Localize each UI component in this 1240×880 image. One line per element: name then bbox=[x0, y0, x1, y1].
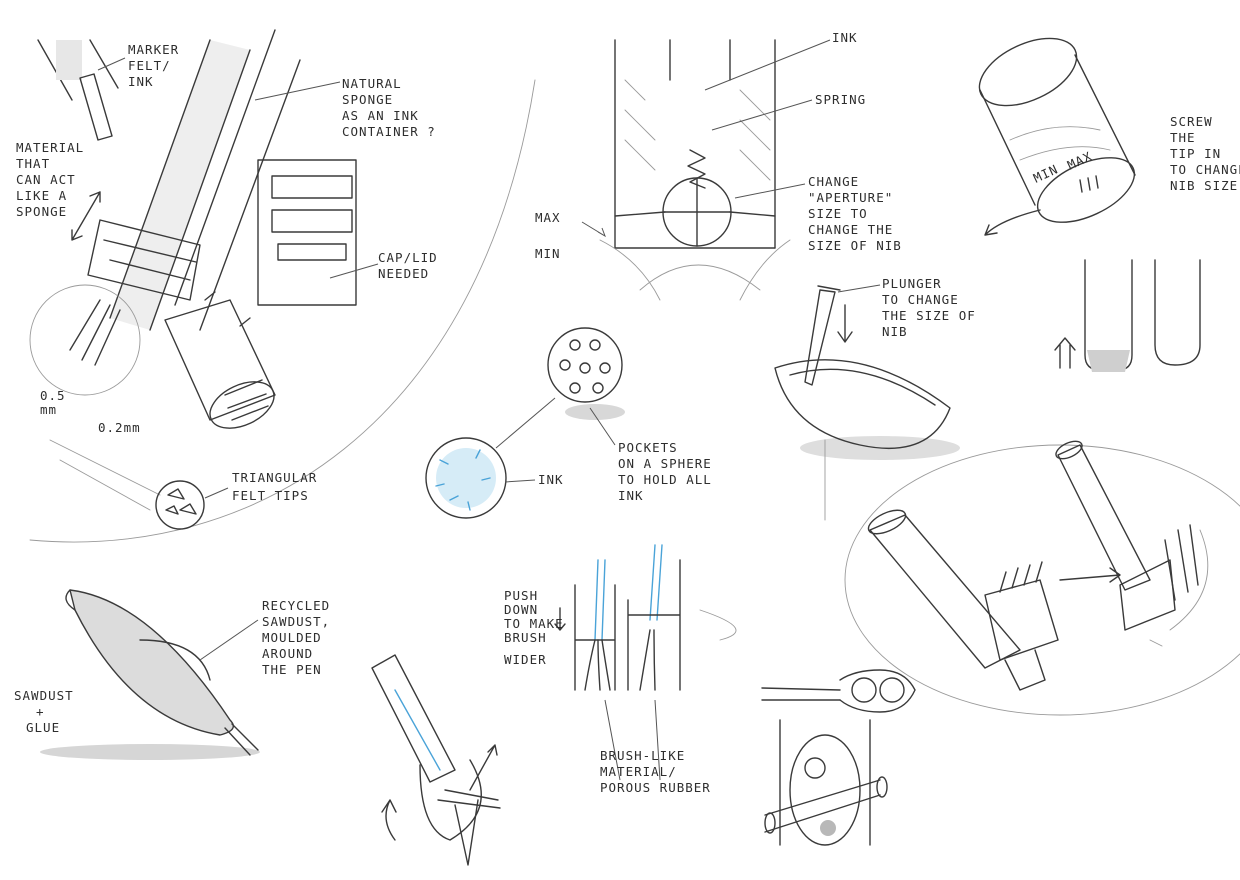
label-size-05: 0.5mm bbox=[40, 388, 66, 417]
label-size-02: 0.2mm bbox=[98, 420, 141, 435]
label-marker-felt-ink: MARKERFELT/INK bbox=[128, 42, 179, 89]
label-spring: SPRING bbox=[815, 92, 866, 107]
sponge-pen-sketch bbox=[30, 30, 340, 395]
label-cap-max: MAX bbox=[1065, 148, 1095, 172]
tip-size-comparison bbox=[1055, 260, 1200, 372]
ball-aperture-sketch bbox=[600, 40, 830, 300]
label-cap-lid: CAP/LIDNEEDED bbox=[378, 250, 438, 281]
label-min: MIN bbox=[535, 246, 561, 261]
triangular-tip-sketch bbox=[50, 440, 228, 529]
label-sawdust-glue: SAWDUST+GLUE bbox=[14, 688, 74, 735]
label-natural-sponge: NATURALSPONGEAS AN INKCONTAINER ? bbox=[342, 76, 436, 139]
label-ink-top: INK bbox=[832, 30, 858, 45]
marker-felt-sketch bbox=[38, 40, 125, 140]
screw-tip-sketch bbox=[969, 25, 1144, 236]
label-triangular-felt: TRIANGULARFELT TIPS bbox=[232, 470, 317, 503]
label-brush-like: BRUSH-LIKEMATERIAL/POROUS RUBBER bbox=[600, 748, 711, 795]
double-arrow-icon bbox=[72, 192, 100, 240]
label-max: MAX bbox=[535, 210, 561, 225]
label-material-sponge: MATERIALTHATCAN ACTLIKE ASPONGE bbox=[16, 140, 84, 219]
label-screw-tip: SCREWTHETIP INTO CHANGENIB SIZE bbox=[1170, 114, 1240, 193]
label-push-down: PUSHDOWNTO MAKEBRUSHWIDER bbox=[504, 588, 564, 667]
pocket-sphere-sketch bbox=[426, 328, 625, 518]
label-plunger: PLUNGERTO CHANGETHE SIZE OFNIB bbox=[882, 276, 976, 339]
label-ink-sphere: INK bbox=[538, 472, 564, 487]
slide-nib-sketch bbox=[865, 438, 1208, 690]
label-recycled: RECYCLEDSAWDUST,MOULDEDAROUNDTHE PEN bbox=[262, 598, 330, 677]
max-arrow-icon bbox=[582, 222, 605, 236]
label-cap-min: MIN bbox=[1031, 161, 1061, 185]
rotating-nib-sketch bbox=[372, 655, 500, 865]
dual-nib-slider-sketch bbox=[762, 670, 915, 845]
cap-lid-sketch bbox=[258, 160, 378, 305]
label-pockets: POCKETSON A SPHERETO HOLD ALLINK bbox=[618, 440, 712, 503]
brush-push-sketch bbox=[555, 545, 736, 780]
tip-cluster-sketch bbox=[165, 292, 281, 437]
sawdust-grip-sketch bbox=[40, 590, 260, 760]
label-change-aperture: CHANGE"APERTURE"SIZE TOCHANGE THESIZE OF… bbox=[808, 174, 902, 253]
